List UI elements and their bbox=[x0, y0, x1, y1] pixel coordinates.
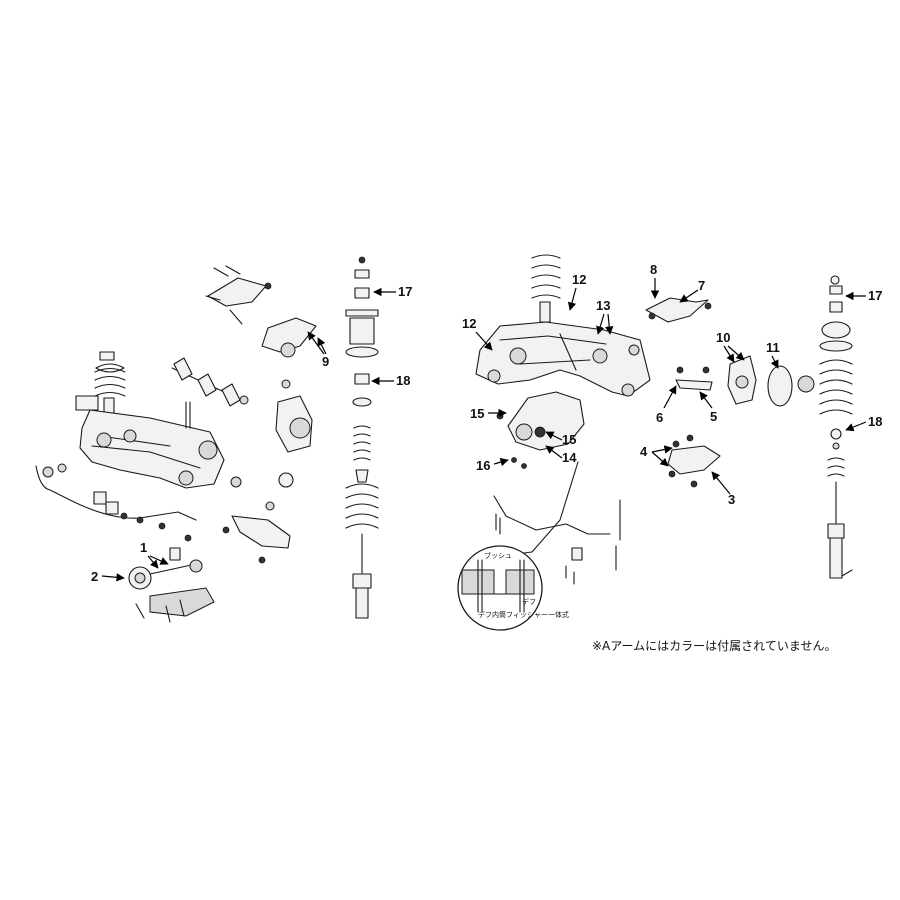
callout-10: 10 bbox=[716, 330, 730, 345]
callout-12-top: 12 bbox=[572, 272, 586, 287]
callout-5: 5 bbox=[710, 409, 717, 424]
rear-differential bbox=[496, 391, 585, 469]
front-upper-arm bbox=[205, 265, 317, 389]
rear-lower-arm bbox=[667, 434, 721, 488]
callout-15-right: 15 bbox=[562, 432, 576, 447]
rear-toe-arm bbox=[675, 366, 713, 391]
callouts: 1 2 9 17 18 12 12 13 8 7 10 bbox=[91, 262, 882, 584]
callout-13: 13 bbox=[596, 298, 610, 313]
callout-3: 3 bbox=[728, 492, 735, 507]
callout-4: 4 bbox=[640, 444, 648, 459]
front-subframe bbox=[75, 395, 225, 489]
rear-subframe bbox=[475, 321, 651, 397]
callout-17-front: 17 bbox=[398, 284, 412, 299]
front-lower-arm bbox=[222, 476, 291, 564]
rear-knuckle bbox=[727, 355, 815, 407]
front-knuckle bbox=[275, 395, 313, 488]
rear-coilover bbox=[819, 275, 853, 579]
front-driveshaft bbox=[171, 357, 249, 407]
rear-upper-arm bbox=[645, 297, 712, 323]
callout-17-rear: 17 bbox=[868, 288, 882, 303]
callout-12-left: 12 bbox=[462, 316, 476, 331]
callout-8: 8 bbox=[650, 262, 657, 277]
callout-15-left: 15 bbox=[470, 406, 484, 421]
front-tension-rod bbox=[128, 547, 215, 623]
callout-9: 9 bbox=[322, 354, 329, 369]
callout-18-rear: 18 bbox=[868, 414, 882, 429]
callout-6: 6 bbox=[656, 410, 663, 425]
callout-1: 1 bbox=[140, 540, 147, 555]
footnote: ※Aアームにはカラーは付属されていません。 bbox=[592, 639, 837, 653]
rear-suspension-group bbox=[475, 254, 853, 585]
front-stabilizer-bar bbox=[35, 463, 197, 542]
callout-2: 2 bbox=[91, 569, 98, 584]
front-suspension-group bbox=[35, 256, 379, 623]
bush-detail-inset: ブッシュ デフ デフ内筒フィッシャー一体式 bbox=[457, 461, 579, 631]
rear-stabilizer-bar bbox=[493, 495, 621, 585]
rear-spring bbox=[531, 254, 561, 323]
callout-16: 16 bbox=[476, 458, 490, 473]
front-coilover bbox=[345, 256, 379, 619]
callout-18-front: 18 bbox=[396, 373, 410, 388]
inset-caption: デフ内筒フィッシャー一体式 bbox=[478, 610, 569, 619]
callout-14: 14 bbox=[562, 450, 577, 465]
callout-7: 7 bbox=[698, 278, 705, 293]
inset-diff-label: デフ bbox=[522, 597, 536, 606]
inset-bush-label: ブッシュ bbox=[484, 551, 512, 560]
callout-11: 11 bbox=[766, 340, 780, 355]
